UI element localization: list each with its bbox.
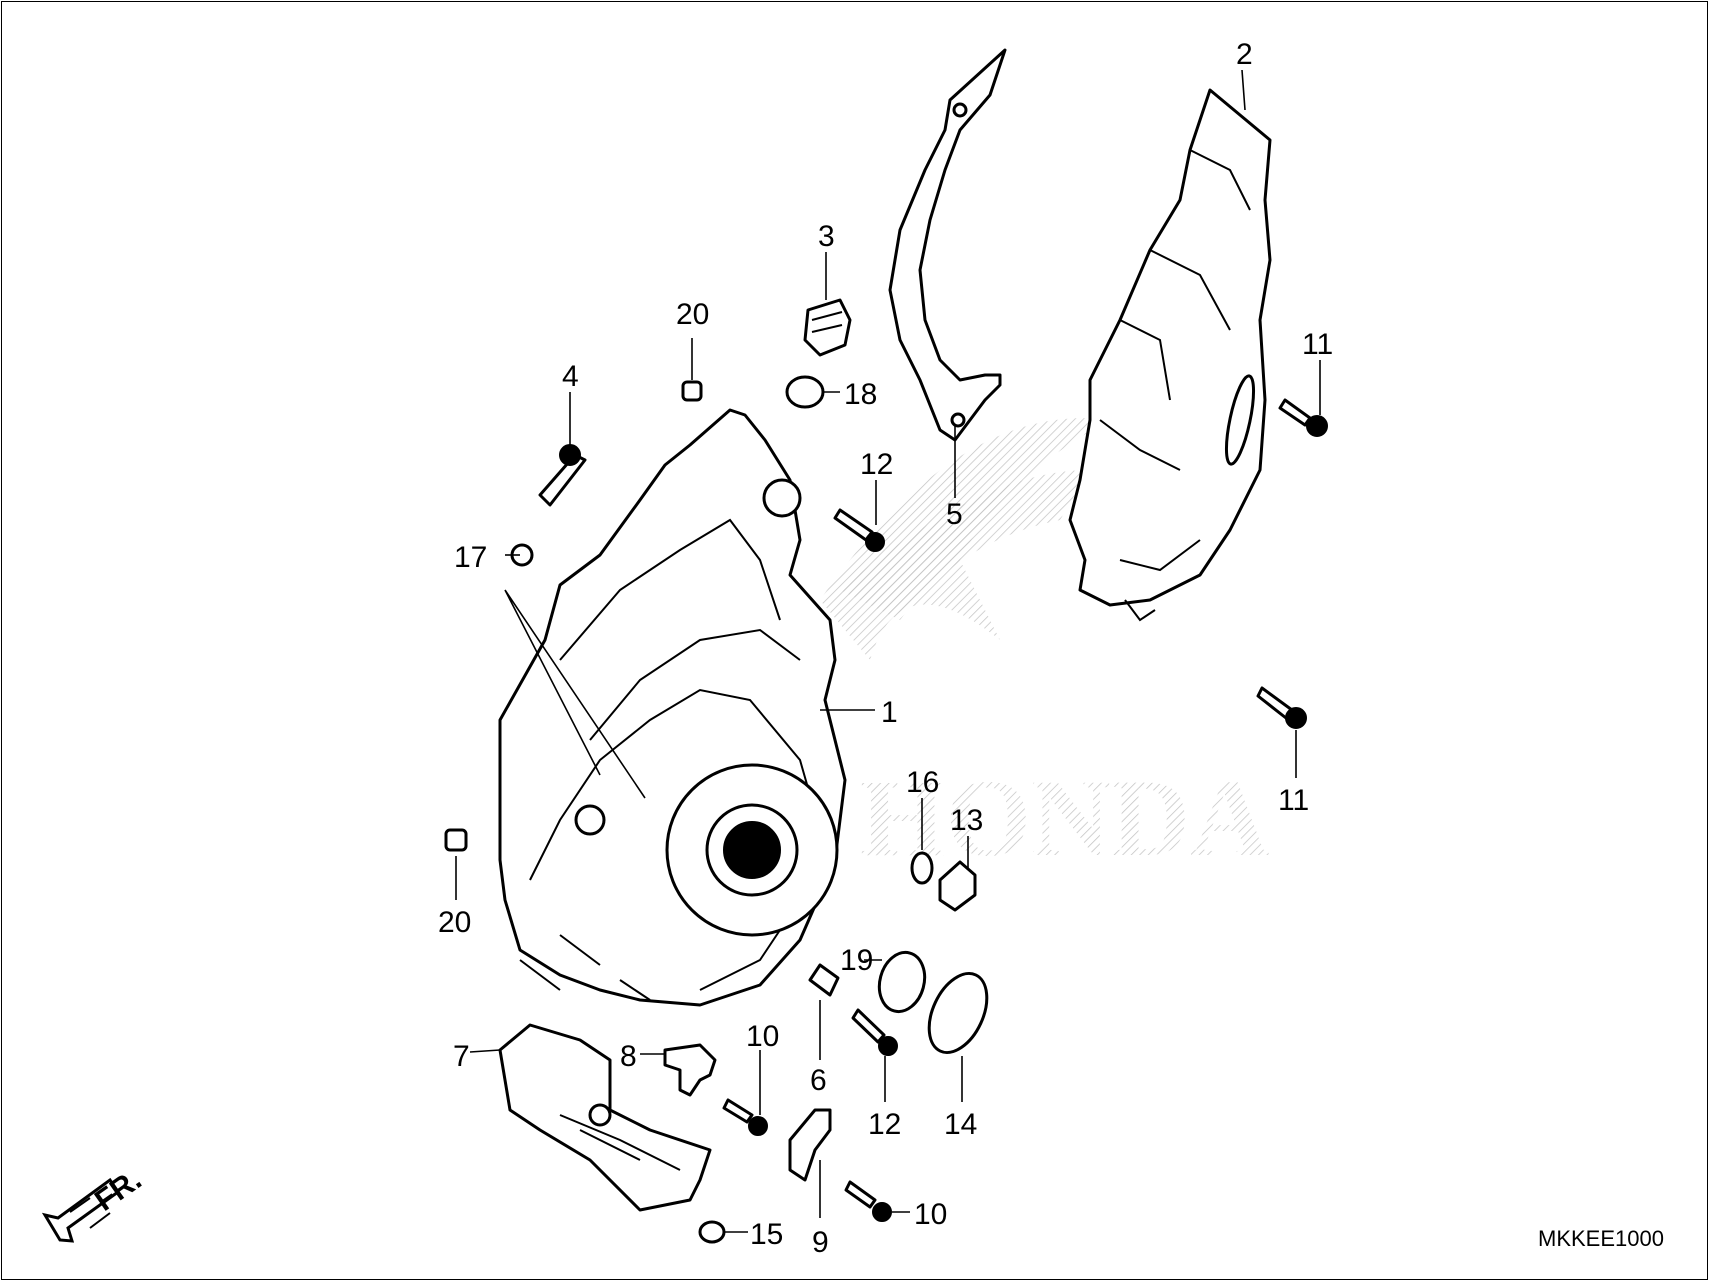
callout-14: 14 bbox=[944, 1108, 977, 1141]
cap-14-part bbox=[927, 971, 989, 1055]
nut-13-part bbox=[938, 860, 977, 912]
callout-16: 16 bbox=[906, 766, 939, 799]
bolt-11-lower-part bbox=[1256, 686, 1307, 729]
callout-12-lower: 12 bbox=[868, 1108, 901, 1141]
callout-labels: 1 2 3 4 5 6 7 8 9 10 10 11 11 12 12 13 1… bbox=[438, 38, 1333, 1259]
callout-10-upper: 10 bbox=[746, 1020, 779, 1053]
bolt-12-lower-part bbox=[851, 1008, 898, 1056]
chain-guide-part bbox=[888, 48, 1007, 442]
crankcase-cover-part bbox=[498, 408, 847, 1007]
callout-8: 8 bbox=[620, 1040, 637, 1073]
front-direction-label: FR. bbox=[89, 1163, 148, 1218]
callout-18: 18 bbox=[844, 378, 877, 411]
callout-4: 4 bbox=[562, 360, 579, 393]
dowel-pin-upper-part bbox=[681, 380, 703, 402]
oil-filler-cap-part bbox=[803, 298, 852, 357]
callout-11-upper: 11 bbox=[1302, 328, 1333, 361]
callout-13: 13 bbox=[950, 804, 983, 837]
bracket-9-part bbox=[788, 1108, 832, 1182]
callout-6: 6 bbox=[810, 1064, 827, 1097]
o-ring-19-part bbox=[877, 950, 927, 1014]
guard-7-part bbox=[498, 1023, 712, 1212]
o-ring-18-part bbox=[785, 375, 825, 409]
bolt-10-lower-part bbox=[844, 1180, 892, 1222]
callout-20-lower: 20 bbox=[438, 906, 471, 939]
callout-11-lower: 11 bbox=[1278, 784, 1309, 817]
bolt-12-upper-part bbox=[833, 508, 885, 552]
bolt-11-upper-part bbox=[1278, 398, 1328, 437]
diagram-code: MKKEE1000 bbox=[1538, 1226, 1664, 1251]
bracket-8-part bbox=[663, 1043, 717, 1097]
callout-12-upper: 12 bbox=[860, 448, 893, 481]
callout-9: 9 bbox=[812, 1226, 829, 1259]
callout-19: 19 bbox=[840, 944, 873, 977]
callout-7: 7 bbox=[453, 1040, 470, 1073]
bolt-10-upper-part bbox=[722, 1098, 768, 1136]
callout-17: 17 bbox=[454, 541, 487, 574]
callout-3: 3 bbox=[818, 220, 835, 253]
dowel-pin-lower-part bbox=[444, 828, 468, 852]
front-direction-arrow: FR. bbox=[41, 1163, 148, 1243]
washer-16-part bbox=[910, 851, 934, 885]
callout-20-upper: 20 bbox=[676, 298, 709, 331]
callout-2: 2 bbox=[1236, 38, 1253, 71]
plug-4-part bbox=[538, 444, 587, 507]
sprocket-cover-part bbox=[1068, 88, 1272, 622]
callout-15: 15 bbox=[750, 1218, 783, 1251]
callout-1: 1 bbox=[881, 696, 898, 729]
bolt-15-part bbox=[698, 1220, 726, 1244]
clamp-6-part bbox=[808, 963, 840, 997]
callout-5: 5 bbox=[946, 498, 963, 531]
leader-lines bbox=[455, 69, 1321, 1233]
callout-10-lower: 10 bbox=[914, 1198, 947, 1231]
